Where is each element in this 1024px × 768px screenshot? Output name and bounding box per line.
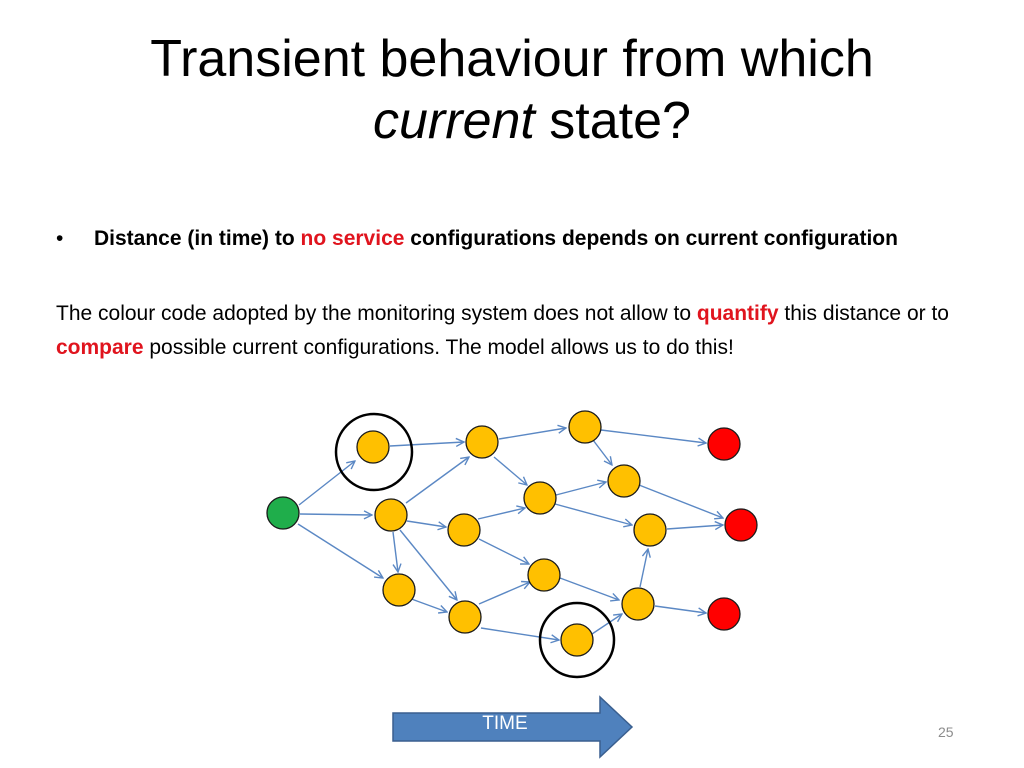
state-node [447,513,481,547]
edge [654,605,706,613]
no-service-node [707,597,741,631]
edge [477,508,525,520]
state-node [607,464,641,498]
edge [554,503,632,525]
state-node [568,410,602,444]
edge [498,428,566,440]
edge [405,596,447,612]
state-node [382,573,416,607]
edge [666,525,723,529]
bullet-text: Distance (in time) to no service configu… [94,222,956,255]
title-line-1: Transient behaviour from which [150,30,874,88]
edge [592,439,612,465]
edge [389,442,464,446]
edge [639,549,648,588]
compare-highlight: compare [56,336,144,359]
slide-title: Transient behaviour from which current s… [0,28,1024,152]
edge [478,582,530,605]
page-number: 25 [938,724,954,740]
edge [406,520,446,527]
no-service-node [707,427,741,461]
nodes [266,410,758,657]
edge [297,523,383,578]
body-paragraph: The colour code adopted by the monitorin… [56,297,966,365]
edge [600,429,706,443]
bullet-highlight: no service [300,227,405,250]
edge [559,577,619,600]
bullet-point: • Distance (in time) to no service confi… [56,222,956,255]
title-line-2-rest: state? [534,92,691,150]
state-node [560,623,594,657]
edge [638,484,723,518]
edge [555,482,606,496]
para-part-1: The colour code adopted by the monitorin… [56,302,697,325]
time-label: TIME [482,713,528,734]
para-part-2: this distance or to [778,302,949,325]
quantify-highlight: quantify [696,302,779,325]
title-emphasis: current [373,92,535,150]
time-arrow [392,695,634,759]
state-node [621,587,655,621]
edge [591,614,622,635]
bullet-text-part-2: configurations depends on current config… [404,227,898,250]
state-node [448,600,482,634]
edge [392,531,398,572]
edge [298,461,355,506]
state-node [633,513,667,547]
title-line-2: current state? [0,90,1024,152]
current-state-ring [538,601,616,679]
state-node [374,498,408,532]
no-service-node [724,508,758,542]
edge [493,456,527,485]
bullet-marker: • [56,227,64,250]
highlight-rings [334,412,616,679]
para-part-3: possible current configurations. The mod… [143,336,734,359]
state-node [527,558,561,592]
edges [297,428,723,640]
edge [405,457,469,504]
current-state-ring [334,412,414,492]
edge [299,514,372,515]
state-node [465,425,499,459]
edge [480,627,559,640]
state-node [356,430,390,464]
edge [478,538,529,564]
state-node [523,481,557,515]
start-node [266,496,300,530]
bullet-text-part-1: Distance (in time) to [94,227,301,250]
edge [399,529,457,600]
